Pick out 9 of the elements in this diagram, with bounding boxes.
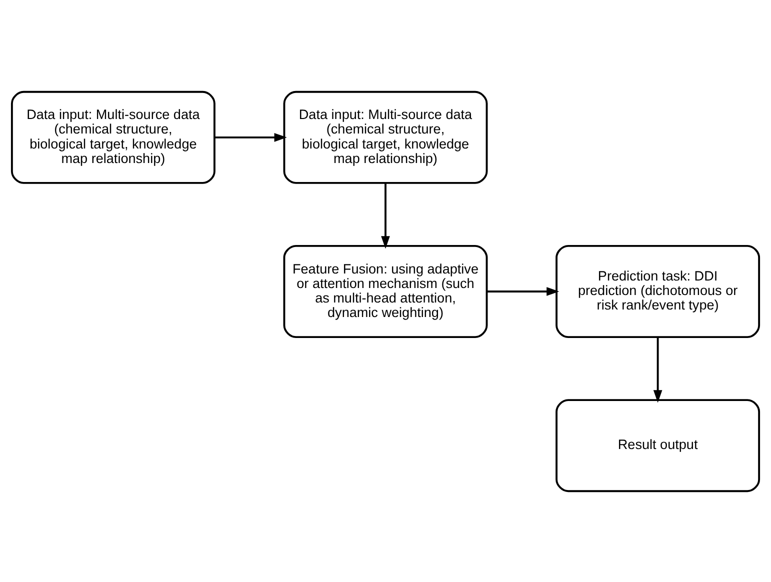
node-box: Feature Fusion: using adaptive or attention mechanism (such as multi-head attention, dynamic weighting)	[283, 244, 488, 338]
arrow	[214, 132, 287, 142]
node-box: Data input: Multi-source data (chemical structure, biological target, knowledge map relationship)	[283, 90, 488, 184]
arrow	[653, 336, 662, 402]
node-box: Prediction task: DDI prediction (dichotomous or risk rank/event type)	[556, 244, 760, 338]
arrow	[381, 182, 390, 248]
arrow	[486, 286, 560, 296]
node-box: Result output	[556, 398, 760, 492]
node-box: Data input: Multi-source data (chemical structure, biological target, knowledge map relationship)	[10, 90, 216, 184]
